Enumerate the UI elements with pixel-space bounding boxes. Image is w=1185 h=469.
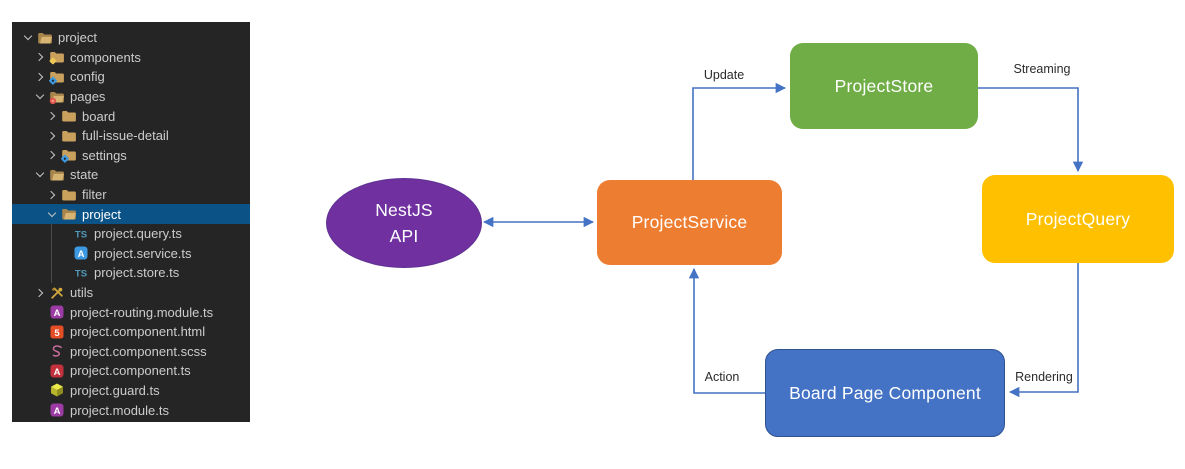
edge-label-update: Update	[703, 68, 745, 82]
tree-item-label: project	[58, 30, 98, 46]
tree-item-label: filter	[82, 187, 107, 203]
tree-item-label: project.component.ts	[70, 363, 191, 379]
tree-item-project-module-ts[interactable]: project.module.ts	[12, 400, 250, 420]
edge-rendering	[1008, 263, 1079, 398]
indent-guide	[51, 224, 52, 283]
node-project-query: ProjectQuery	[982, 175, 1174, 263]
node-label: ProjectQuery	[1025, 208, 1131, 229]
node-project-service: ProjectService	[597, 180, 782, 265]
tree-item-full-issue-detail[interactable]: full-issue-detail	[12, 126, 250, 146]
tree-item-project-component-html[interactable]: project.component.html	[12, 322, 250, 342]
tree-item-label: project.component.html	[70, 324, 206, 340]
tree-item-label: components	[70, 49, 141, 65]
node-board-page-component: Board Page Component	[765, 349, 1005, 437]
tree-item-label: config	[70, 69, 105, 85]
node-label: ProjectStore	[834, 75, 934, 96]
tree-item-label: project.store.ts	[94, 265, 180, 281]
tree-item-label: project.service.ts	[94, 245, 192, 261]
tree-item-label: state	[70, 167, 99, 183]
tree-item-project-service-ts[interactable]: project.service.ts	[12, 244, 250, 264]
tree-item-utils[interactable]: utils	[12, 283, 250, 303]
tree-item-config[interactable]: config	[12, 67, 250, 87]
tree-item-label: project-routing.module.ts	[70, 304, 214, 320]
tree-item-label: full-issue-detail	[82, 128, 169, 144]
tree-item-project-routing-module-ts[interactable]: project-routing.module.ts	[12, 302, 250, 322]
file-explorer-panel: project components config pages board fu…	[12, 22, 250, 422]
tree-item-settings[interactable]: settings	[12, 146, 250, 166]
tree-item-components[interactable]: components	[12, 48, 250, 68]
node-label-line2: API	[389, 226, 419, 246]
node-label: ProjectService	[631, 212, 748, 232]
tree-item-pages[interactable]: pages	[12, 87, 250, 107]
tree-item-label: utils	[70, 285, 94, 301]
tree-item-label: project.component.scss	[70, 343, 207, 359]
node-label-line1: NestJS	[375, 199, 433, 220]
node-nestjs-api: NestJS API	[326, 178, 482, 268]
tree-item-label: project.query.ts	[94, 226, 182, 242]
edge-label-action: Action	[704, 370, 740, 384]
node-label: Board Page Component	[789, 382, 981, 403]
tree-item-project-component-ts[interactable]: project.component.ts	[12, 361, 250, 381]
tree-item-project-store-ts[interactable]: project.store.ts	[12, 263, 250, 283]
tree-item-label: project	[82, 206, 122, 222]
node-project-store: ProjectStore	[790, 43, 978, 129]
tree-item-project-guard-ts[interactable]: project.guard.ts	[12, 381, 250, 401]
tree-item-project-query-ts[interactable]: project.query.ts	[12, 224, 250, 244]
tree-item-project-state[interactable]: project	[12, 204, 250, 224]
edge-streaming	[978, 87, 1084, 173]
edge-label-rendering: Rendering	[1015, 370, 1073, 384]
edge-update	[692, 82, 787, 180]
tree-item-label: board	[82, 108, 116, 124]
tree-item-label: project.module.ts	[70, 402, 169, 418]
edge-label-streaming: Streaming	[1013, 62, 1071, 76]
tree-item-project-component-scss[interactable]: project.component.scss	[12, 342, 250, 362]
tree-item-label: pages	[70, 89, 106, 105]
edge-action	[688, 267, 765, 394]
tree-item-label: settings	[82, 147, 127, 163]
tree-item-board[interactable]: board	[12, 106, 250, 126]
tree-item-project-root[interactable]: project	[12, 28, 250, 48]
tree-item-filter[interactable]: filter	[12, 185, 250, 205]
tree-item-label: project.guard.ts	[70, 382, 160, 398]
tree-item-state[interactable]: state	[12, 165, 250, 185]
